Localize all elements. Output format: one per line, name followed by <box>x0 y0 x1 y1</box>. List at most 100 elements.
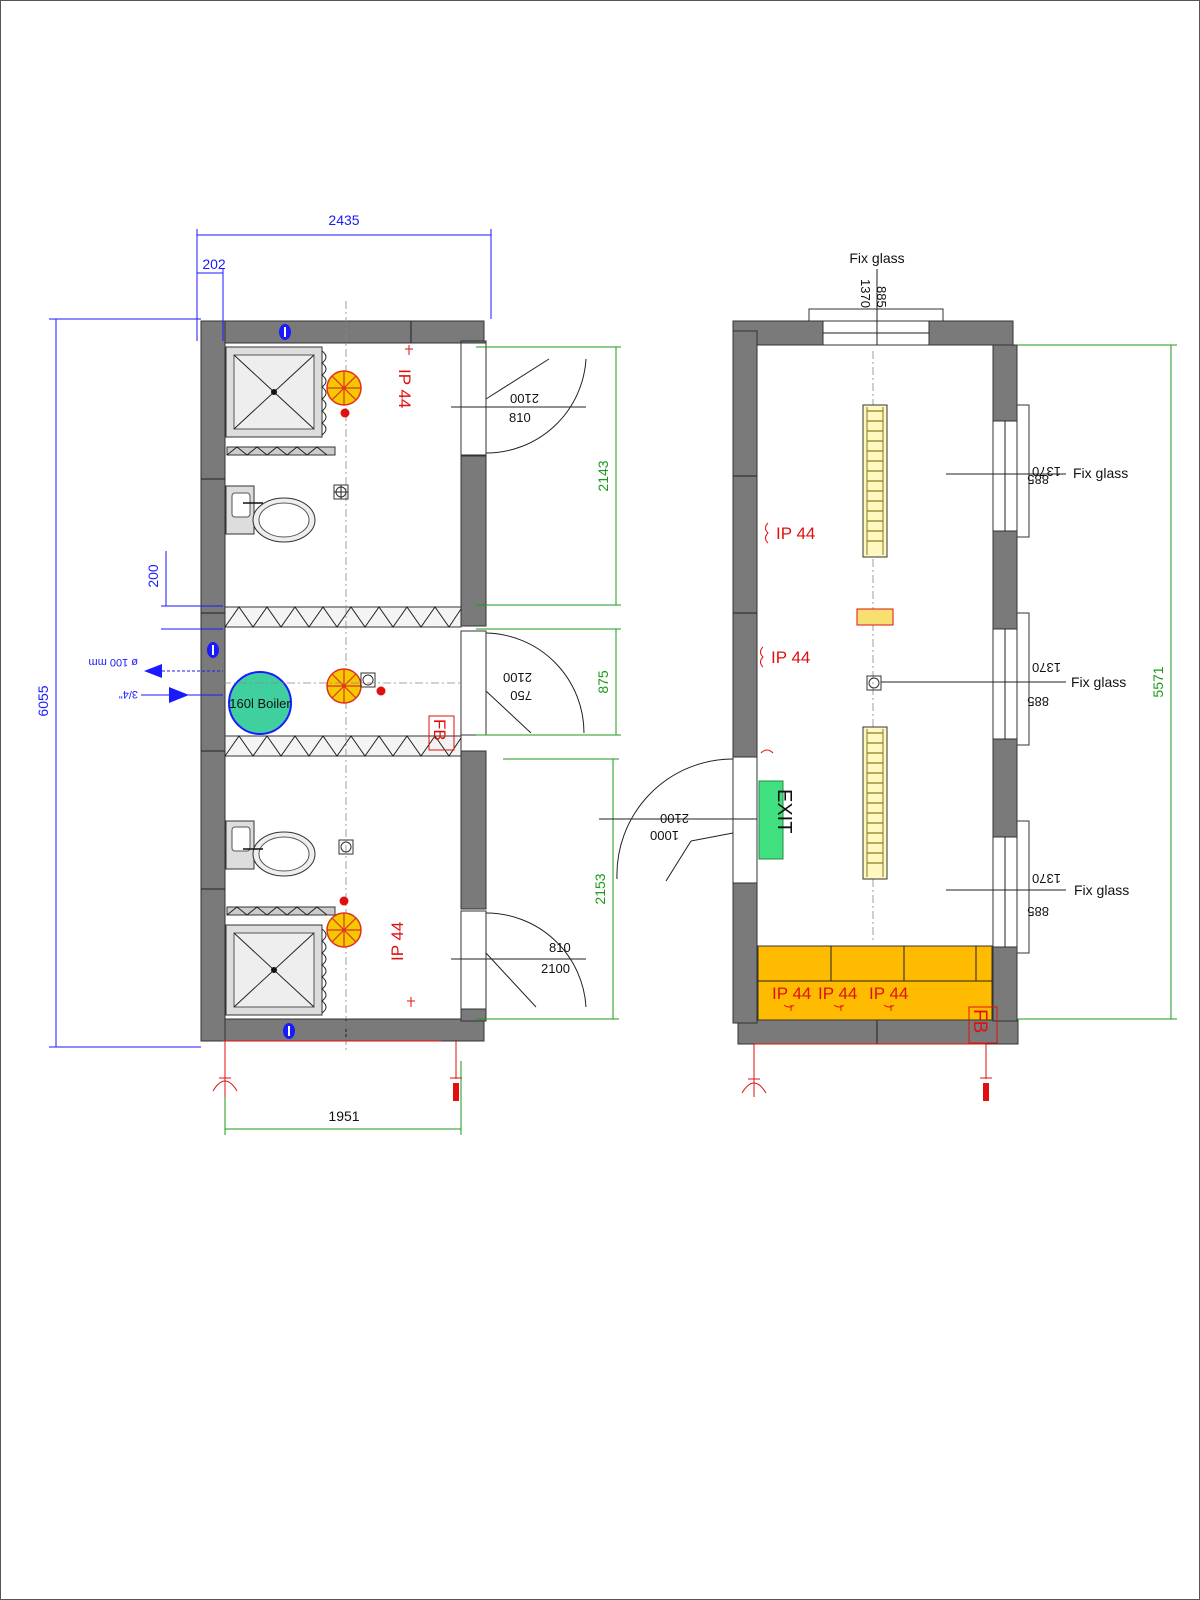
svg-text:EXIT: EXIT <box>773 789 795 833</box>
heater-icon <box>326 370 362 418</box>
boiler-label: 160l Boiler <box>229 696 291 711</box>
svg-text:1951: 1951 <box>328 1108 359 1124</box>
svg-text:202: 202 <box>202 256 226 272</box>
svg-text:1370: 1370 <box>1032 464 1061 479</box>
dimension-bottom-width: 1951 <box>224 1061 462 1135</box>
right-west-wall-1 <box>732 330 758 758</box>
door-bot-height: 2100 <box>541 961 570 976</box>
exit-sign: EXIT <box>758 780 795 860</box>
svg-text:1370: 1370 <box>1032 871 1061 886</box>
bench: IP 44 IP 44 IP 44 <box>757 945 993 1021</box>
left-west-wall <box>200 320 226 1042</box>
outlet-icon <box>283 1023 295 1039</box>
heater-icon <box>326 896 362 948</box>
ip44-bench-3: IP 44 <box>869 984 908 1003</box>
fuse-box-icon: FB <box>428 715 455 751</box>
ip44-bench-1: IP 44 <box>772 984 811 1003</box>
ip44-label-top: IP 44 <box>395 369 414 408</box>
dimension-wall-offset: 202 <box>197 256 226 341</box>
door-top-width: 810 <box>509 410 531 425</box>
door-bot-width: 810 <box>549 940 571 955</box>
svg-text:1370: 1370 <box>1032 660 1061 675</box>
pipe-connections: ø 100 mm 3/4" <box>88 656 223 703</box>
right-plan: Fix glass 1370 885 Fix glass 1370 885 Fi… <box>599 250 1177 1101</box>
door-middle[interactable]: 2100 750 <box>460 630 585 736</box>
toilet-top-icon <box>225 485 316 543</box>
light-fixture-icon <box>862 404 888 558</box>
right-west-wall-2 <box>732 882 758 1024</box>
left-plan: IP 44 160l Boiler <box>35 212 621 1135</box>
fix-glass-top: Fix glass 1370 885 <box>808 250 944 346</box>
floor-drain-icon <box>360 672 376 688</box>
supply-marker-icon <box>212 1041 238 1097</box>
left-bottom-wall <box>205 1018 485 1042</box>
ip44-label-bottom: IP 44 <box>388 922 407 961</box>
dimension-length: 5571 <box>1017 344 1177 1020</box>
svg-text:885: 885 <box>1027 472 1049 487</box>
svg-text:885: 885 <box>1027 904 1049 919</box>
dimension-room-mid: 875 <box>476 628 621 736</box>
supply-marker-icon <box>450 1041 462 1101</box>
door-bottom[interactable]: 810 2100 <box>451 910 587 1010</box>
svg-text:875: 875 <box>595 670 611 694</box>
right-bottom-wall <box>737 1019 1019 1045</box>
door-top-height: 2100 <box>510 391 539 406</box>
heater-icon <box>326 668 386 704</box>
exit-door-width: 1000 <box>650 828 679 843</box>
shower-tray-top <box>225 346 336 456</box>
ip44-bench-2: IP 44 <box>818 984 857 1003</box>
supply-marker-icon <box>741 1044 767 1097</box>
dimension-overall-length: 6055 <box>35 318 201 1048</box>
door-mid-width: 750 <box>510 688 532 703</box>
fix-glass-top-label: Fix glass <box>849 250 904 266</box>
fix-glass-side-3: Fix glass 1370 885 <box>946 820 1129 954</box>
svg-text:2153: 2153 <box>592 873 608 904</box>
fix-glass-side-2: Fix glass 1370 885 <box>881 612 1126 746</box>
boiler: 160l Boiler <box>228 671 292 735</box>
supply-marker-icon <box>980 1044 992 1101</box>
svg-text:2143: 2143 <box>595 460 611 491</box>
left-east-wall-2 <box>460 455 487 627</box>
fb-label-left: FB <box>430 719 449 741</box>
fix-glass-side-1: Fix glass 1370 885 <box>946 404 1128 538</box>
floor-drain-icon <box>333 484 349 500</box>
exit-door[interactable]: 2100 1000 <box>599 749 774 884</box>
outlet-icon <box>279 324 291 340</box>
svg-text:1370: 1370 <box>858 279 873 308</box>
svg-text:885: 885 <box>874 286 889 308</box>
door-mid-height: 2100 <box>503 670 532 685</box>
door-top[interactable]: 2100 810 <box>451 342 587 456</box>
svg-text:6055: 6055 <box>35 685 51 716</box>
water-pipe-label: 3/4" <box>119 688 138 700</box>
small-light-icon <box>856 608 894 626</box>
socket-icon <box>405 345 413 355</box>
svg-text:Fix glass: Fix glass <box>1071 674 1126 690</box>
dimension-room-bottom: 2153 <box>476 758 619 1020</box>
dimension-overall-width: 2435 <box>196 212 492 341</box>
left-east-wall-3 <box>460 750 487 910</box>
svg-text:885: 885 <box>1027 694 1049 709</box>
partition-lower <box>224 735 462 757</box>
svg-text:Fix glass: Fix glass <box>1073 465 1128 481</box>
svg-text:200: 200 <box>145 564 161 588</box>
dimension-200: 200 <box>145 551 223 630</box>
partition-upper <box>224 606 462 628</box>
svg-text:2435: 2435 <box>328 212 359 228</box>
floor-drain-icon <box>338 839 354 855</box>
outlet-icon <box>207 642 219 658</box>
svg-text:Fix glass: Fix glass <box>1074 882 1129 898</box>
toilet-bottom-icon <box>225 820 316 877</box>
ip44-label-right-2: IP 44 <box>771 648 810 667</box>
ip44-label-right-1: IP 44 <box>776 524 815 543</box>
dimension-room-top: 2143 <box>476 346 621 606</box>
fb-label-right: FB <box>969 1009 990 1033</box>
drain-pipe-label: ø 100 mm <box>88 656 138 668</box>
left-top-wall <box>205 320 485 344</box>
light-fixture-icon <box>862 726 888 880</box>
exit-door-height: 2100 <box>660 811 689 826</box>
fuse-box-icon: FB <box>968 1006 998 1044</box>
shower-tray-bottom <box>225 906 336 1016</box>
floor-drain-icon <box>866 675 882 691</box>
